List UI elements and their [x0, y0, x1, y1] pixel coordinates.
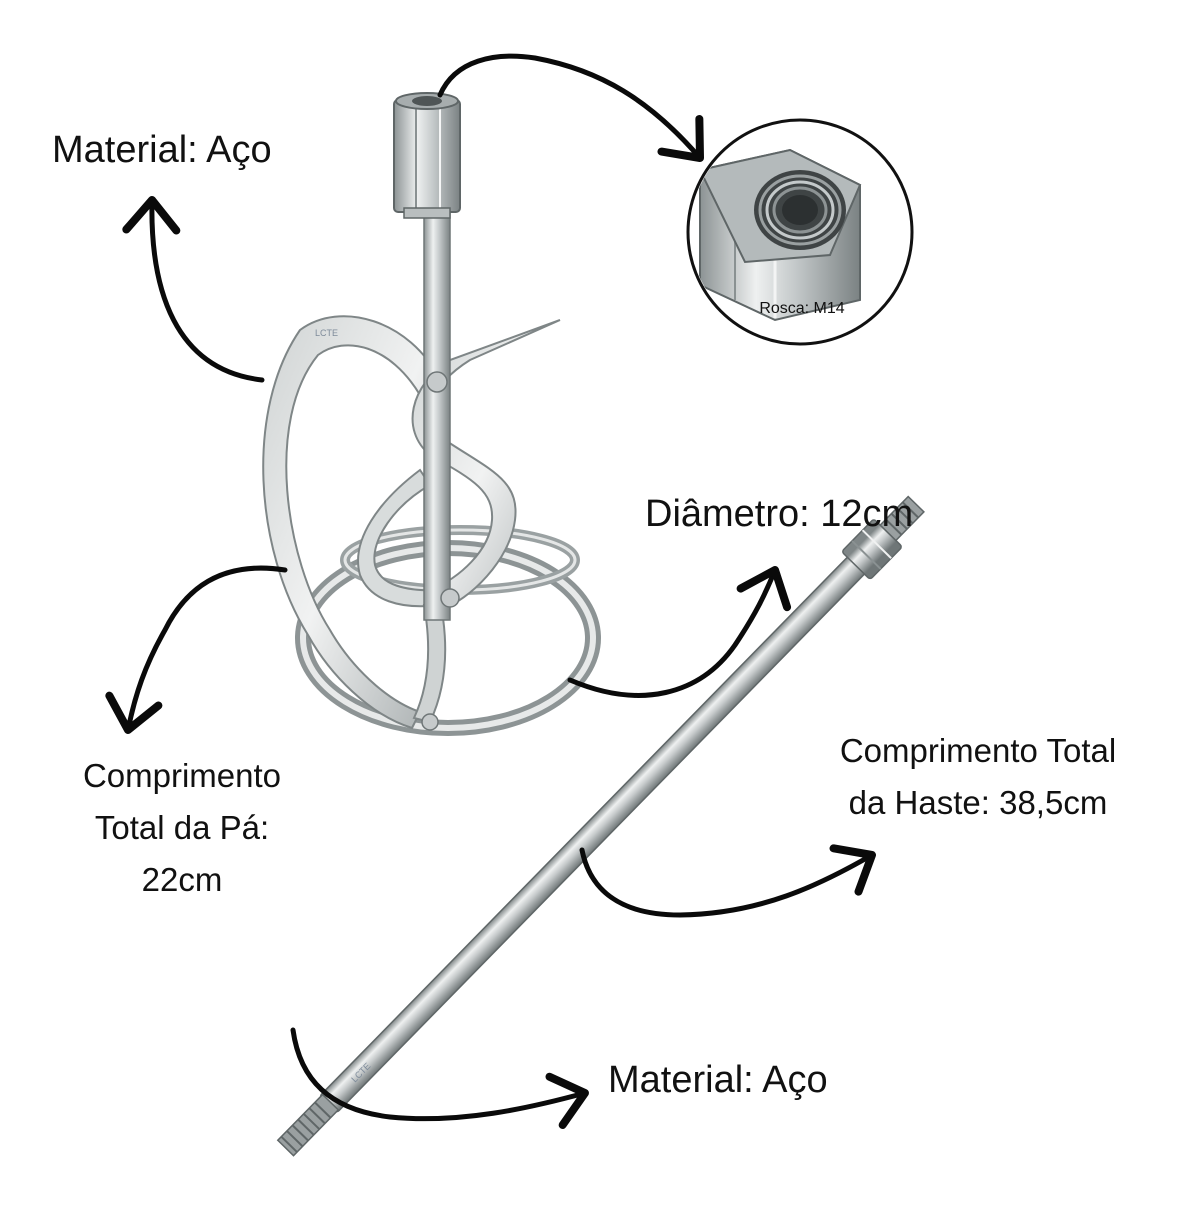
extension-rod: LCTE [276, 495, 925, 1157]
curved-arrow-icon [122, 196, 265, 383]
curved-arrow-icon [437, 53, 704, 162]
mixing-paddle: LCTE [262, 92, 601, 736]
paddle-length-line-3: 22cm [141, 861, 223, 898]
material-label-top: Material: Aço [52, 129, 272, 171]
rod-length-line-2: da Haste: 38,5cm [848, 784, 1108, 821]
rod-length-label: Comprimento Total da Haste: 38,5cm [808, 725, 1148, 829]
curved-arrow-icon [105, 565, 288, 734]
engraving-paddle: LCTE [315, 328, 338, 338]
diameter-label: Diâmetro: 12cm [645, 493, 914, 535]
hex-nut-icon [842, 495, 925, 580]
curved-arrow-icon [567, 566, 792, 698]
paddle-length-label: Comprimento Total da Pá: 22cm [52, 750, 312, 906]
thread-closeup: Rosca: M14 [686, 118, 914, 346]
curved-arrow-icon [290, 1027, 589, 1130]
thread-label: Rosca: M14 [759, 300, 844, 317]
hex-nut-icon [393, 92, 461, 219]
paddle-length-line-2: Total da Pá: [94, 809, 270, 846]
material-label-bottom: Material: Aço [608, 1059, 828, 1101]
rod-length-line-1: Comprimento Total [839, 732, 1117, 769]
paddle-length-line-1: Comprimento [82, 757, 282, 794]
curved-arrow-icon [579, 844, 876, 918]
paddle-left-blade [262, 315, 442, 730]
paddle-shaft [423, 199, 451, 621]
threaded-bolt-end-icon [276, 1093, 340, 1157]
